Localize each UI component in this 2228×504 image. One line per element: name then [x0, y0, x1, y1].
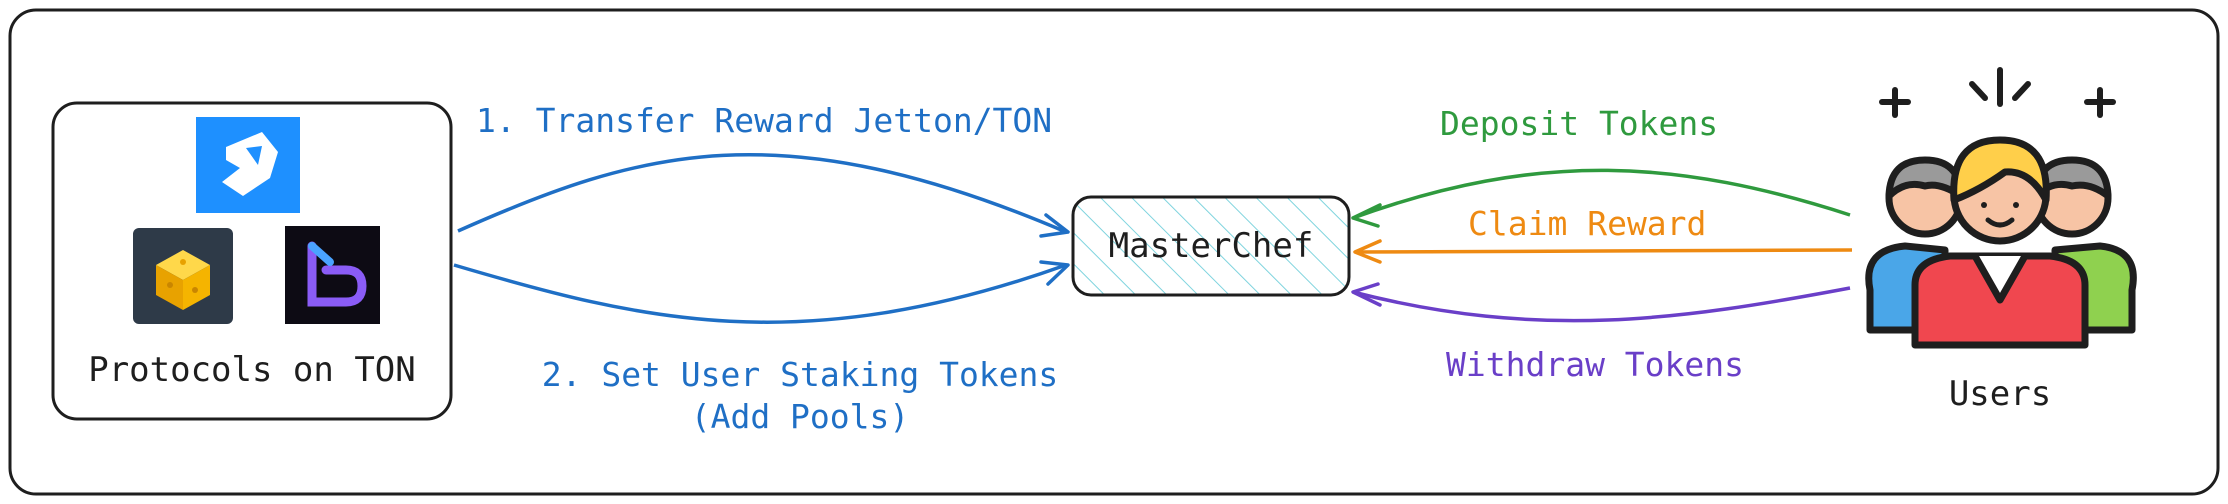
gold-cube-logo-icon [133, 228, 233, 324]
transfer-reward-arrow [457, 152, 1067, 234]
masterchef-label: MasterChef [1108, 226, 1314, 266]
deposit-tokens-label: Deposit Tokens [1440, 104, 1719, 143]
set-staking-label-line2: (Add Pools) [690, 397, 910, 436]
protocols-box [51, 101, 453, 421]
set-staking-arrow [453, 263, 1067, 324]
users-group-icon [1865, 67, 2137, 349]
outer-frame [8, 8, 2220, 496]
purple-b-logo-icon [285, 226, 380, 324]
claim-arrow [1355, 248, 1853, 254]
withdraw-arrow [1352, 286, 1851, 323]
deposit-arrow [1352, 168, 1851, 220]
transfer-reward-label: 1. Transfer Reward Jetton/TON [476, 101, 1053, 140]
set-staking-label-line1: 2. Set User Staking Tokens [541, 355, 1059, 394]
users-caption: Users [1948, 374, 2052, 414]
blue-stone-logo-icon [196, 117, 300, 213]
protocols-caption: Protocols on TON [88, 350, 416, 390]
masterchef-box [1071, 195, 1351, 297]
claim-reward-label: Claim Reward [1468, 204, 1707, 243]
withdraw-tokens-label: Withdraw Tokens [1446, 345, 1745, 384]
sparkle-icon [1879, 67, 2116, 118]
set-staking-label: 2. Set User Staking Tokens (Add Pools) [500, 354, 1100, 438]
left-flow-arrows [453, 152, 1070, 324]
right-flow-arrows [1351, 168, 1853, 323]
